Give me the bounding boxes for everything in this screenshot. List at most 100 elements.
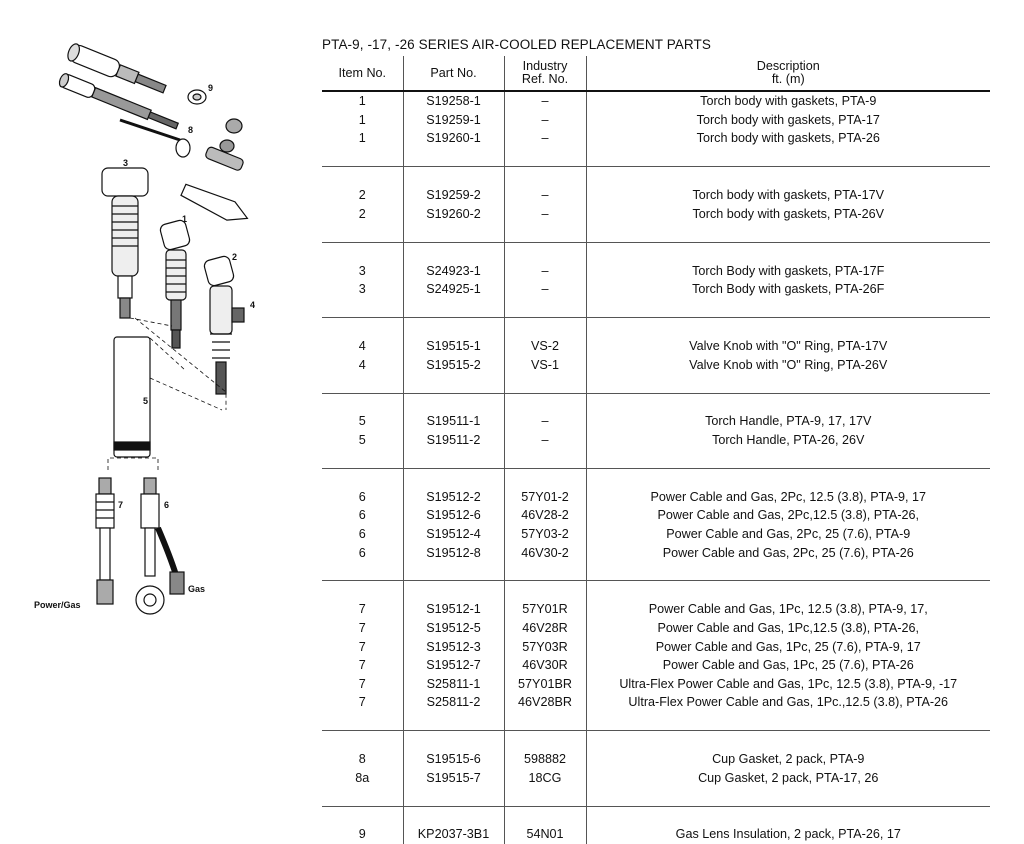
- cell-industry-ref: –: [503, 204, 586, 224]
- power-cable-6: [135, 477, 185, 615]
- cell-item-no: 2: [358, 188, 366, 203]
- header-industry-line1: Industry: [522, 59, 568, 73]
- cell-part-no: S19512-5: [402, 618, 504, 638]
- gap-cell: [322, 393, 403, 412]
- gap-cell: [585, 317, 990, 337]
- header-industry-line2: Ref. No.: [521, 72, 569, 86]
- group-gap: [322, 730, 990, 750]
- cell-part-no: S25811-2: [402, 693, 504, 712]
- separator-cell: [322, 449, 403, 469]
- cell-description: Power Cable and Gas, 2Pc, 25 (7.6), PTA-…: [585, 543, 990, 562]
- group-separator: [322, 449, 990, 469]
- cell-item-no: 4: [358, 339, 366, 354]
- separator-cell: [585, 373, 990, 394]
- cell-description: Torch Handle, PTA-9, 17, 17V: [585, 412, 990, 431]
- cell-description: Cup Gasket, 2 pack, PTA-9: [585, 749, 990, 769]
- separator-cell: [322, 147, 403, 168]
- cell-item-no: 7: [358, 658, 366, 673]
- separator-cell: [503, 223, 586, 243]
- cell-part-no: S19515-2: [402, 355, 504, 374]
- table-heading: PTA-9, -17, -26 SERIES AIR-COOLED REPLAC…: [322, 37, 711, 52]
- cell-industry-ref: 57Y01BR: [503, 674, 586, 693]
- cell-industry-ref: 46V28R: [503, 618, 586, 638]
- separator-cell: [585, 786, 990, 807]
- cell-industry-ref: –: [503, 91, 586, 111]
- cell-industry-ref: 57Y01R: [503, 600, 586, 619]
- cell-description: Power Cable and Gas, 1Pc, 12.5 (3.8), PT…: [585, 600, 990, 619]
- cell-item-no: 8a: [355, 770, 370, 785]
- cell-description: Torch body with gaskets, PTA-17: [585, 110, 990, 130]
- separator-cell: [503, 561, 586, 582]
- separator-cell: [503, 449, 586, 469]
- group-gap: [322, 806, 990, 826]
- cell-part-no: S24925-1: [402, 279, 504, 299]
- group-separator: [322, 147, 990, 168]
- gap-cell: [322, 318, 403, 337]
- header-description: Description ft. (m): [585, 56, 990, 92]
- gap-cell: [322, 242, 403, 261]
- separator-cell: [402, 561, 504, 582]
- cell-description: Ultra-Flex Power Cable and Gas, 1Pc, 12.…: [585, 674, 990, 693]
- cell-part-no: S19515-6: [402, 749, 504, 769]
- gap-cell: [503, 730, 586, 750]
- cell-description: Power Cable and Gas, 2Pc, 25 (7.6), PTA-…: [585, 524, 990, 544]
- cell-description: Torch body with gaskets, PTA-9: [585, 91, 990, 111]
- separator-cell: [585, 561, 990, 582]
- separator-cell: [585, 711, 990, 732]
- cell-industry-ref: –: [503, 412, 586, 431]
- label-2: 2: [232, 252, 237, 262]
- gap-cell: [585, 806, 990, 826]
- cell-part-no: S19512-3: [402, 637, 504, 656]
- gap-cell: [322, 167, 403, 186]
- cell-industry-ref: 57Y03-2: [503, 524, 586, 544]
- cell-industry-ref: 598882: [503, 749, 586, 769]
- separator-cell: [503, 298, 586, 319]
- cell-part-no: S19512-7: [402, 655, 504, 675]
- separator-cell: [402, 711, 504, 732]
- separator-cell: [585, 449, 990, 469]
- label-gas: Gas: [188, 584, 205, 594]
- separator-cell: [322, 786, 403, 807]
- cell-description: Valve Knob with "O" Ring, PTA-26V: [585, 355, 990, 374]
- cell-industry-ref: 46V30-2: [503, 543, 586, 562]
- cell-part-no: S25811-1: [402, 674, 504, 693]
- cell-industry-ref: 46V28-2: [503, 506, 586, 525]
- group-gap: [322, 317, 990, 337]
- separator-cell: [322, 711, 403, 732]
- cell-part-no: S19511-1: [402, 412, 504, 431]
- gap-cell: [402, 166, 504, 186]
- back-cap-part: [67, 43, 167, 94]
- cell-industry-ref: 54N01: [503, 825, 586, 844]
- header-industry-ref: Industry Ref. No.: [503, 56, 586, 92]
- cell-description: Gas Lens Insulation, 2 pack, PTA-26, 17: [585, 825, 990, 844]
- gap-cell: [322, 468, 403, 487]
- cell-description: Power Cable and Gas, 2Pc,12.5 (3.8), PTA…: [585, 506, 990, 525]
- label-1: 1: [182, 214, 187, 224]
- cell-part-no: S19515-1: [402, 336, 504, 356]
- gap-cell: [585, 393, 990, 413]
- cell-part-no: KP2037-3B1: [402, 825, 504, 844]
- separator-cell: [402, 449, 504, 469]
- separator-cell: [402, 373, 504, 394]
- cell-industry-ref: 46V28BR: [503, 693, 586, 712]
- label-5: 5: [143, 396, 148, 406]
- gap-cell: [503, 317, 586, 337]
- cell-part-no: S19259-1: [402, 110, 504, 130]
- cell-industry-ref: –: [503, 279, 586, 299]
- cell-part-no: S19258-1: [402, 91, 504, 111]
